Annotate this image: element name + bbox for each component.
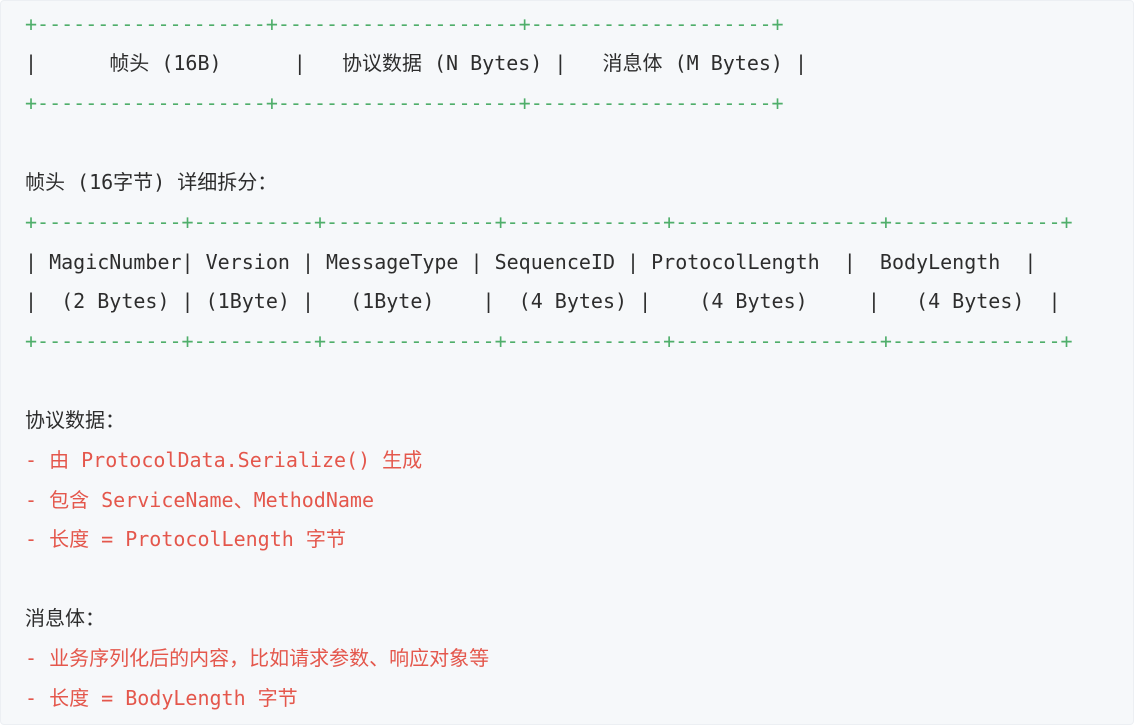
message-body-heading: 消息体：: [25, 606, 105, 630]
protocol-data-list-item: - 长度 = ProtocolLength 字节: [25, 527, 346, 551]
header-table-size-row: | (2 Bytes) | (1Byte) | (1Byte) | (4 Byt…: [25, 289, 1061, 313]
header-table-bottom-border: +------------+----------+--------------+…: [25, 329, 1073, 353]
protocol-data-list-item: - 由 ProtocolData.Serialize() 生成: [25, 448, 423, 472]
message-body-list-item: - 长度 = BodyLength 字节: [25, 686, 298, 710]
frame-table-header-row: | 帧头 (16B) | 协议数据 (N Bytes) | 消息体 (M Byt…: [25, 51, 808, 75]
protocol-data-list-item: - 包含 ServiceName、MethodName: [25, 488, 374, 512]
header-table-field-row: | MagicNumber| Version | MessageType | S…: [25, 250, 1037, 274]
header-breakdown-heading: 帧头 (16字节) 详细拆分：: [25, 170, 278, 194]
message-body-list-item: - 业务序列化后的内容，比如请求参数、响应对象等: [25, 646, 490, 670]
header-table-top-border: +------------+----------+--------------+…: [25, 210, 1073, 234]
protocol-data-heading: 协议数据：: [25, 408, 125, 432]
frame-table-bottom-border: +-------------------+-------------------…: [25, 91, 784, 115]
frame-table-top-border: +-------------------+-------------------…: [25, 12, 784, 36]
